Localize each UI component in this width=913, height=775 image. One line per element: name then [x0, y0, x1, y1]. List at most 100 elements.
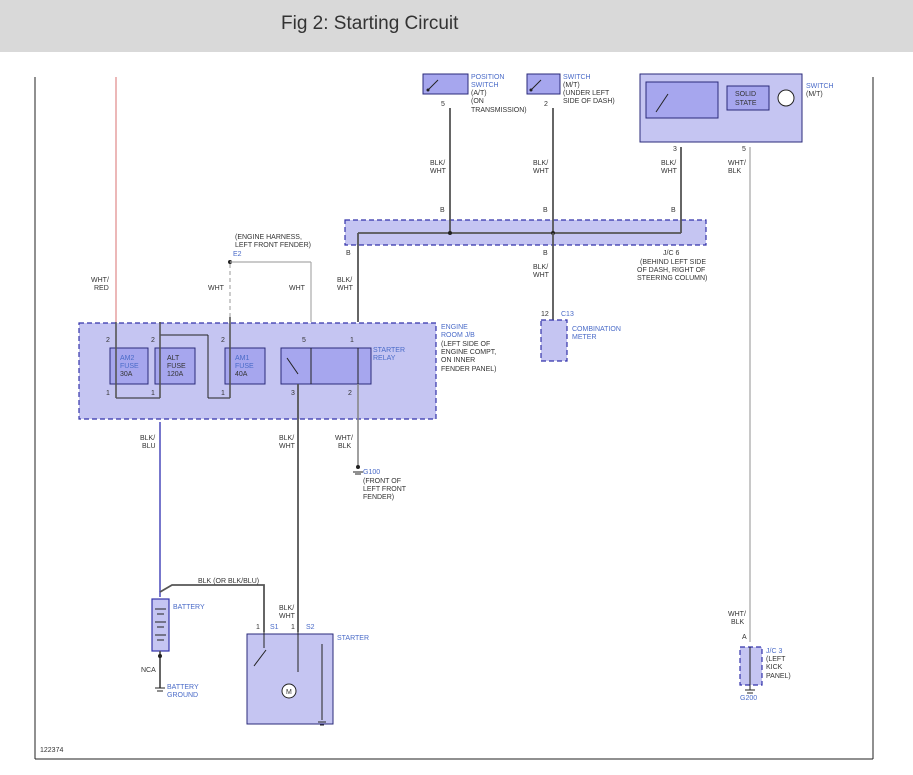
svg-text:ON INNER: ON INNER: [441, 357, 475, 364]
svg-text:BLK/: BLK/: [140, 435, 155, 442]
svg-text:LEFT FRONT: LEFT FRONT: [363, 486, 407, 493]
svg-text:1: 1: [291, 624, 295, 631]
svg-text:(M/T): (M/T): [563, 82, 580, 89]
svg-text:1: 1: [106, 390, 110, 397]
svg-text:BLK/: BLK/: [279, 605, 294, 612]
svg-text:FUSE: FUSE: [167, 363, 186, 370]
svg-text:3: 3: [673, 146, 677, 153]
svg-text:120A: 120A: [167, 371, 184, 378]
svg-text:S1: S1: [270, 624, 279, 631]
svg-text:(ENGINE HARNESS,: (ENGINE HARNESS,: [235, 234, 302, 241]
svg-text:B: B: [346, 250, 351, 257]
page-title: Fig 2: Starting Circuit: [281, 13, 459, 34]
svg-text:SOLID: SOLID: [735, 91, 756, 98]
svg-text:ENGINE COMPT,: ENGINE COMPT,: [441, 349, 496, 356]
starter-motor: STARTER 1 S1 1 S2 M: [246, 624, 369, 726]
svg-text:WHT: WHT: [289, 285, 306, 292]
svg-text:WHT: WHT: [533, 272, 550, 279]
svg-text:1: 1: [221, 390, 225, 397]
junction-connector-jc3: A J/C 3 (LEFT KICK PANEL) G200: [739, 634, 791, 702]
svg-text:WHT: WHT: [533, 168, 550, 175]
svg-text:BLK/: BLK/: [337, 277, 352, 284]
svg-text:2: 2: [106, 337, 110, 344]
svg-text:40A: 40A: [235, 371, 248, 378]
svg-text:M: M: [286, 689, 292, 696]
svg-text:WHT/: WHT/: [335, 435, 353, 442]
svg-text:BLK/: BLK/: [661, 160, 676, 167]
svg-text:2: 2: [221, 337, 225, 344]
svg-text:SWITCH: SWITCH: [806, 83, 834, 90]
svg-text:OF DASH, RIGHT OF: OF DASH, RIGHT OF: [637, 267, 705, 274]
svg-text:STARTER: STARTER: [373, 347, 405, 354]
svg-text:(BEHIND LEFT SIDE: (BEHIND LEFT SIDE: [640, 259, 706, 266]
engine-harness-splice: (ENGINE HARNESS, LEFT FRONT FENDER) E2 W…: [208, 234, 312, 322]
svg-text:2: 2: [348, 390, 352, 397]
svg-text:ROOM J/B: ROOM J/B: [441, 332, 475, 339]
svg-text:1: 1: [256, 624, 260, 631]
svg-text:WHT: WHT: [279, 443, 296, 450]
svg-text:POSITION: POSITION: [471, 74, 504, 81]
svg-text:(A/T): (A/T): [471, 90, 487, 97]
svg-text:BLK/: BLK/: [279, 435, 294, 442]
svg-text:1: 1: [350, 337, 354, 344]
svg-text:(ON: (ON: [471, 98, 484, 105]
svg-text:2: 2: [544, 101, 548, 108]
svg-text:5: 5: [302, 337, 306, 344]
svg-text:J/C 6: J/C 6: [663, 250, 679, 257]
svg-text:BLK/: BLK/: [533, 264, 548, 271]
svg-text:30A: 30A: [120, 371, 133, 378]
engine-room-junction-block: ENGINE ROOM J/B (LEFT SIDE OF ENGINE COM…: [78, 322, 497, 420]
svg-text:BLK (OR BLK/BLU): BLK (OR BLK/BLU): [198, 578, 259, 585]
svg-text:METER: METER: [572, 334, 597, 341]
svg-text:WHT: WHT: [208, 285, 225, 292]
svg-text:WHT: WHT: [279, 613, 296, 620]
svg-text:FENDER): FENDER): [363, 494, 394, 501]
svg-text:TRANSMISSION): TRANSMISSION): [471, 107, 527, 114]
svg-text:RELAY: RELAY: [373, 355, 396, 362]
switch-mt-left: SWITCH (M/T) (UNDER LEFT SIDE OF DASH) 2: [526, 73, 615, 108]
svg-text:KICK: KICK: [766, 664, 783, 671]
svg-text:WHT: WHT: [337, 285, 354, 292]
svg-text:5: 5: [441, 101, 445, 108]
svg-text:RED: RED: [94, 285, 109, 292]
svg-text:1: 1: [151, 390, 155, 397]
svg-text:WHT/: WHT/: [728, 611, 746, 618]
svg-text:3: 3: [291, 390, 295, 397]
svg-text:BLK/: BLK/: [430, 160, 445, 167]
svg-text:B: B: [671, 207, 676, 214]
svg-text:AM2: AM2: [120, 355, 135, 362]
svg-text:SWITCH: SWITCH: [471, 82, 499, 89]
svg-text:C13: C13: [561, 311, 574, 318]
svg-text:G200: G200: [740, 695, 757, 702]
svg-text:A: A: [742, 634, 747, 641]
svg-text:FUSE: FUSE: [120, 363, 139, 370]
svg-text:BLK: BLK: [731, 619, 745, 626]
svg-text:SWITCH: SWITCH: [563, 74, 591, 81]
svg-text:S2: S2: [306, 624, 315, 631]
svg-text:(LEFT SIDE OF: (LEFT SIDE OF: [441, 341, 490, 348]
svg-text:(LEFT: (LEFT: [766, 656, 786, 663]
svg-text:PANEL): PANEL): [766, 673, 791, 680]
svg-text:(FRONT OF: (FRONT OF: [363, 478, 401, 485]
svg-text:STEERING COLUMN): STEERING COLUMN): [637, 275, 707, 282]
junction-connector-jc6: B B B B B J/C 6 (BEHIND LEFT SIDE OF DAS…: [344, 207, 707, 282]
svg-text:BLU: BLU: [142, 443, 156, 450]
position-switch: POSITION SWITCH (A/T) (ON TRANSMISSION) …: [422, 73, 527, 114]
svg-text:G100: G100: [363, 469, 380, 476]
battery: BATTERY NCA BATTERY GROUND: [141, 598, 205, 699]
svg-text:ENGINE: ENGINE: [441, 324, 468, 331]
svg-text:WHT/: WHT/: [728, 160, 746, 167]
svg-text:5: 5: [742, 146, 746, 153]
svg-text:BLK/: BLK/: [533, 160, 548, 167]
svg-text:STATE: STATE: [735, 100, 757, 107]
svg-text:COMBINATION: COMBINATION: [572, 326, 621, 333]
combination-meter: 12 C13 COMBINATION METER: [540, 311, 621, 362]
ground-g100: G100 (FRONT OF LEFT FRONT FENDER): [353, 465, 407, 501]
svg-text:BLK: BLK: [338, 443, 352, 450]
svg-text:WHT/: WHT/: [91, 277, 109, 284]
svg-text:B: B: [440, 207, 445, 214]
svg-text:STARTER: STARTER: [337, 635, 369, 642]
svg-text:LEFT FRONT FENDER): LEFT FRONT FENDER): [235, 242, 311, 249]
svg-text:FUSE: FUSE: [235, 363, 254, 370]
svg-text:2: 2: [151, 337, 155, 344]
